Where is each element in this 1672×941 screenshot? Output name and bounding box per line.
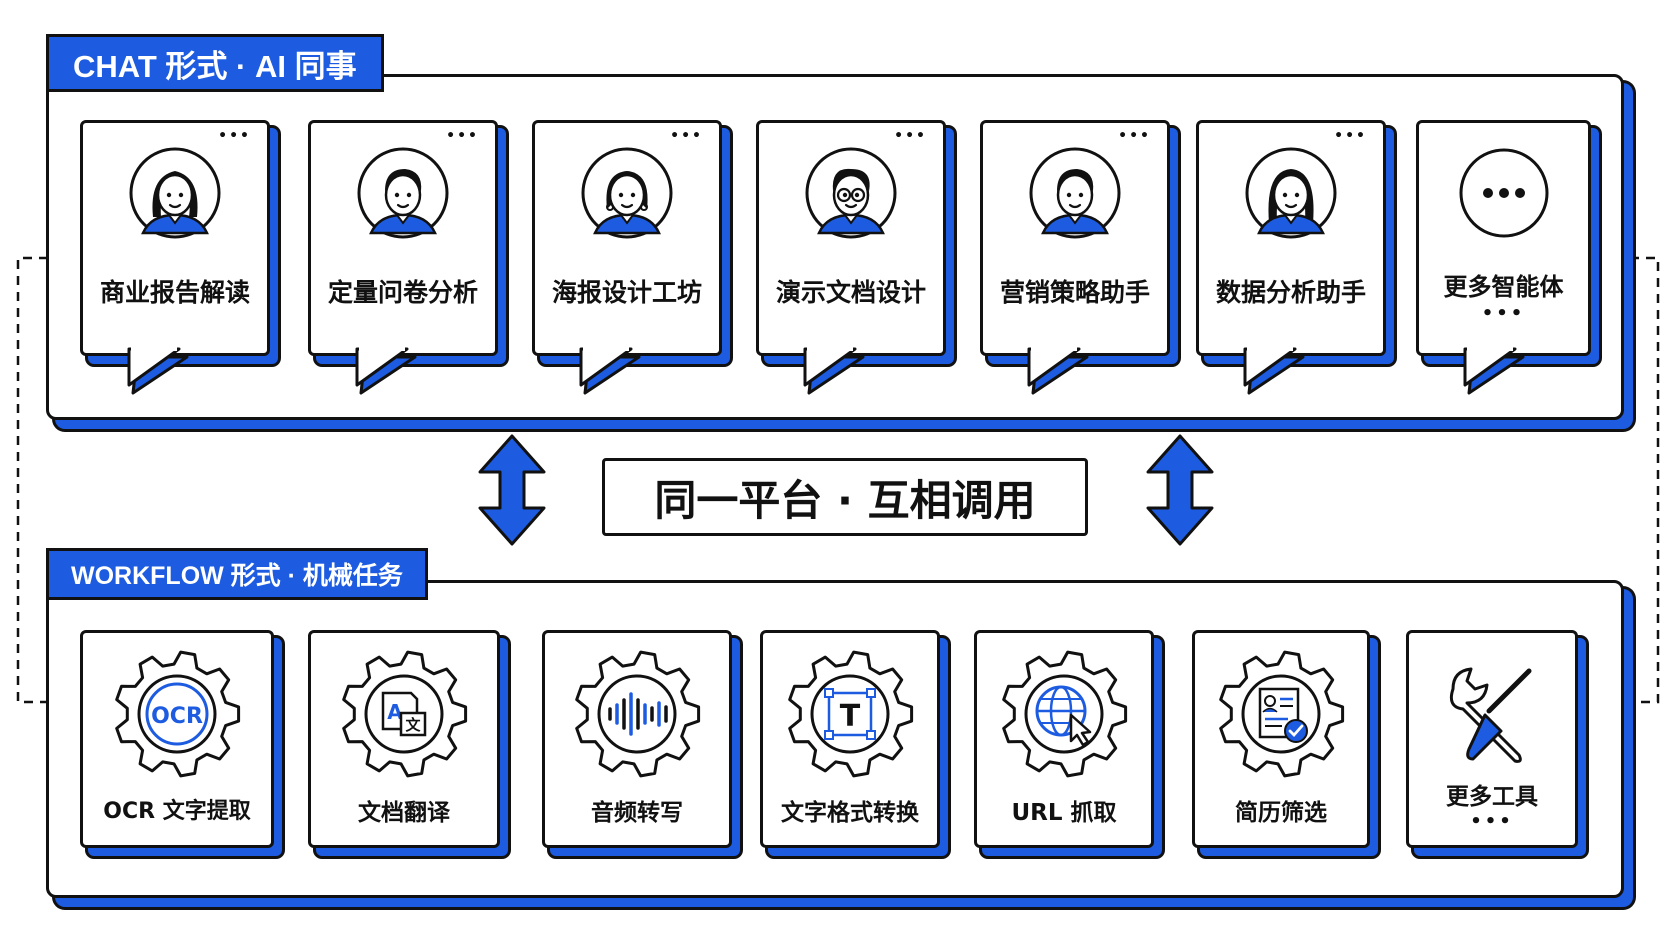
tool-label: 文档翻译 bbox=[358, 800, 450, 826]
agent-label: 商业报告解读 bbox=[99, 278, 250, 307]
resume-check-gear-icon bbox=[1216, 649, 1346, 779]
agent-card[interactable]: ••• 海报设计工坊 bbox=[532, 120, 722, 395]
tool-label: 音频转写 bbox=[591, 800, 683, 826]
tool-card[interactable]: OCR OCR 文字提取 bbox=[80, 630, 274, 848]
text-format-gear-icon: T bbox=[785, 649, 915, 779]
agent-label: 更多智能体 bbox=[1443, 273, 1564, 301]
svg-text:A: A bbox=[387, 700, 403, 724]
man-glasses-avatar-icon bbox=[805, 147, 897, 239]
tool-label: 更多工具 bbox=[1446, 784, 1538, 810]
tool-card[interactable]: A 文 文档翻译 bbox=[308, 630, 500, 848]
speech-tail-icon bbox=[1243, 345, 1305, 395]
globe-cursor-gear-icon bbox=[999, 649, 1129, 779]
double-arrow-icon-right bbox=[1146, 434, 1214, 546]
speech-tail-icon bbox=[579, 345, 641, 395]
woman-earrings-avatar-icon bbox=[581, 147, 673, 239]
ocr-gear-icon: OCR bbox=[112, 649, 242, 779]
agent-label: 定量问卷分析 bbox=[327, 278, 478, 307]
wrench-screwdriver-icon bbox=[1427, 649, 1557, 779]
agent-card[interactable]: ••• 演示文档设计 bbox=[756, 120, 946, 395]
more-ellipsis: ••• bbox=[1470, 811, 1514, 832]
agent-label: 演示文档设计 bbox=[775, 278, 926, 307]
tool-card[interactable]: 更多工具••• bbox=[1406, 630, 1578, 848]
card-menu-icon[interactable]: ••• bbox=[1118, 128, 1151, 144]
svg-text:文: 文 bbox=[405, 716, 421, 734]
audio-wave-gear-icon bbox=[572, 649, 702, 779]
tool-label: OCR 文字提取 bbox=[103, 799, 251, 824]
agent-card[interactable]: ••• 商业报告解读 bbox=[80, 120, 270, 395]
agent-label: 海报设计工坊 bbox=[551, 278, 702, 307]
card-menu-icon[interactable]: ••• bbox=[1334, 128, 1367, 144]
workflow-section-tag: WORKFLOW 形式 · 机械任务 bbox=[46, 548, 428, 600]
tool-card[interactable]: 音频转写 bbox=[542, 630, 732, 848]
speech-tail-icon bbox=[1463, 345, 1525, 395]
agent-card[interactable]: ••• 定量问卷分析 bbox=[308, 120, 498, 395]
svg-text:T: T bbox=[840, 699, 861, 734]
svg-text:OCR: OCR bbox=[151, 704, 203, 729]
tool-card[interactable]: 简历筛选 bbox=[1192, 630, 1370, 848]
woman-longhair-avatar-icon bbox=[1245, 147, 1337, 239]
speech-tail-icon bbox=[1027, 345, 1089, 395]
card-menu-icon[interactable]: ••• bbox=[894, 128, 927, 144]
card-menu-icon[interactable]: ••• bbox=[446, 128, 479, 144]
tool-card[interactable]: T 文字格式转换 bbox=[760, 630, 940, 848]
agent-label: 数据分析助手 bbox=[1215, 278, 1366, 307]
translate-gear-icon: A 文 bbox=[339, 649, 469, 779]
tool-label: URL 抓取 bbox=[1011, 800, 1117, 826]
woman-avatar-icon bbox=[129, 147, 221, 239]
tool-card[interactable]: URL 抓取 bbox=[974, 630, 1154, 848]
more-ellipsis: ••• bbox=[1481, 303, 1526, 324]
tool-label: 简历筛选 bbox=[1235, 800, 1327, 826]
agent-label: 营销策略助手 bbox=[999, 278, 1150, 307]
man-avatar-icon bbox=[357, 147, 449, 239]
agent-card[interactable]: ••• 营销策略助手 bbox=[980, 120, 1170, 395]
card-menu-icon[interactable]: ••• bbox=[218, 128, 251, 144]
speech-tail-icon bbox=[127, 345, 189, 395]
speech-tail-icon bbox=[803, 345, 865, 395]
agent-card[interactable]: ••• 数据分析助手 bbox=[1196, 120, 1386, 395]
chat-section-tag: CHAT 形式 · AI 同事 bbox=[46, 34, 384, 92]
more-dots-icon bbox=[1458, 147, 1550, 239]
double-arrow-icon-left bbox=[478, 434, 546, 546]
speech-tail-icon bbox=[355, 345, 417, 395]
tool-label: 文字格式转换 bbox=[781, 800, 919, 826]
man-avatar-icon bbox=[1029, 147, 1121, 239]
agent-card[interactable]: 更多智能体••• bbox=[1416, 120, 1591, 395]
center-platform-label: 同一平台 · 互相调用 bbox=[602, 458, 1088, 536]
card-menu-icon[interactable]: ••• bbox=[670, 128, 703, 144]
